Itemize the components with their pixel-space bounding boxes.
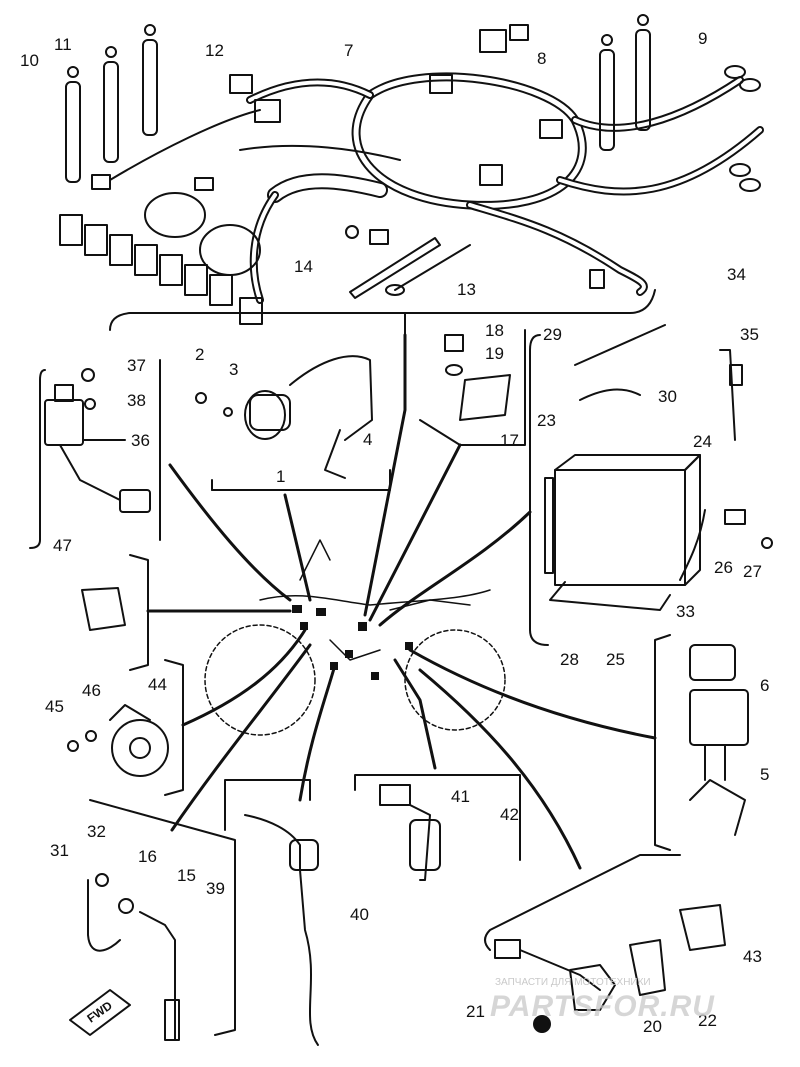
group-switch-20 — [484, 854, 726, 1033]
group-switch-40 — [224, 779, 319, 1046]
callout-19: 19 — [485, 344, 504, 363]
callout-43: 43 — [743, 947, 762, 966]
watermark-logo: PARTSFOR.RU — [490, 990, 715, 1023]
callout-16: 16 — [138, 847, 157, 866]
callout-5: 5 — [760, 765, 770, 784]
callout-3: 3 — [229, 360, 239, 379]
callout-23: 23 — [537, 411, 556, 430]
callout-13: 13 — [457, 280, 476, 299]
harness-bracket — [109, 289, 656, 331]
callout-45: 45 — [45, 697, 64, 716]
callout-14: 14 — [294, 257, 313, 276]
part-47 — [81, 587, 126, 631]
callout-8: 8 — [537, 49, 547, 68]
callout-26: 26 — [714, 558, 733, 577]
callout-46: 46 — [82, 681, 101, 700]
callout-17: 17 — [500, 431, 519, 450]
group-relay-17 — [419, 329, 526, 446]
callout-6: 6 — [760, 676, 770, 695]
group-horn — [67, 659, 184, 796]
group-coil-36 — [29, 359, 161, 549]
callout-41: 41 — [451, 787, 470, 806]
callout-42: 42 — [500, 805, 519, 824]
callout-25: 25 — [606, 650, 625, 669]
callout-2: 2 — [195, 345, 205, 364]
callout-20: 20 — [643, 1017, 662, 1036]
center-connectors — [292, 605, 413, 680]
callout-18: 18 — [485, 321, 504, 340]
callout-10: 10 — [20, 51, 39, 70]
group-flasher — [654, 634, 749, 851]
callout-35: 35 — [740, 325, 759, 344]
callout-37: 37 — [127, 356, 146, 375]
callout-12: 12 — [205, 41, 224, 60]
wire-sleeves — [65, 14, 651, 183]
callout-27: 27 — [743, 562, 762, 581]
callout-7: 7 — [344, 41, 354, 60]
callout-9: 9 — [698, 29, 708, 48]
callout-31: 31 — [50, 841, 69, 860]
callout-32: 32 — [87, 822, 106, 841]
callout-21: 21 — [466, 1002, 485, 1021]
callout-28: 28 — [560, 650, 579, 669]
group-ignition-switch — [69, 799, 236, 1041]
watermark-subtitle: ЗАПЧАСТИ ДЛЯ МОТОТЕХНИКИ — [495, 977, 651, 988]
callout-30: 30 — [658, 387, 677, 406]
group-battery — [529, 324, 773, 646]
callout-15: 15 — [177, 866, 196, 885]
callout-11: 11 — [54, 35, 72, 54]
motorcycle-silhouette — [204, 539, 506, 736]
callout-38: 38 — [127, 391, 146, 410]
group-switch-41 — [354, 774, 521, 881]
callout-4: 4 — [363, 430, 373, 449]
callout-44: 44 — [148, 675, 167, 694]
leader-lines — [146, 333, 657, 870]
callout-29: 29 — [543, 325, 562, 344]
callout-33: 33 — [676, 602, 695, 621]
callout-39: 39 — [206, 879, 225, 898]
callout-47: 47 — [53, 536, 72, 555]
callout-24: 24 — [693, 432, 712, 451]
cable-ties — [349, 237, 471, 299]
callout-40: 40 — [350, 905, 369, 924]
callout-34: 34 — [727, 265, 746, 284]
callout-36: 36 — [131, 431, 150, 450]
callout-1: 1 — [276, 467, 286, 486]
wire-harness — [59, 24, 764, 325]
group-ignition-coil — [195, 355, 391, 491]
callout-22: 22 — [698, 1011, 717, 1030]
